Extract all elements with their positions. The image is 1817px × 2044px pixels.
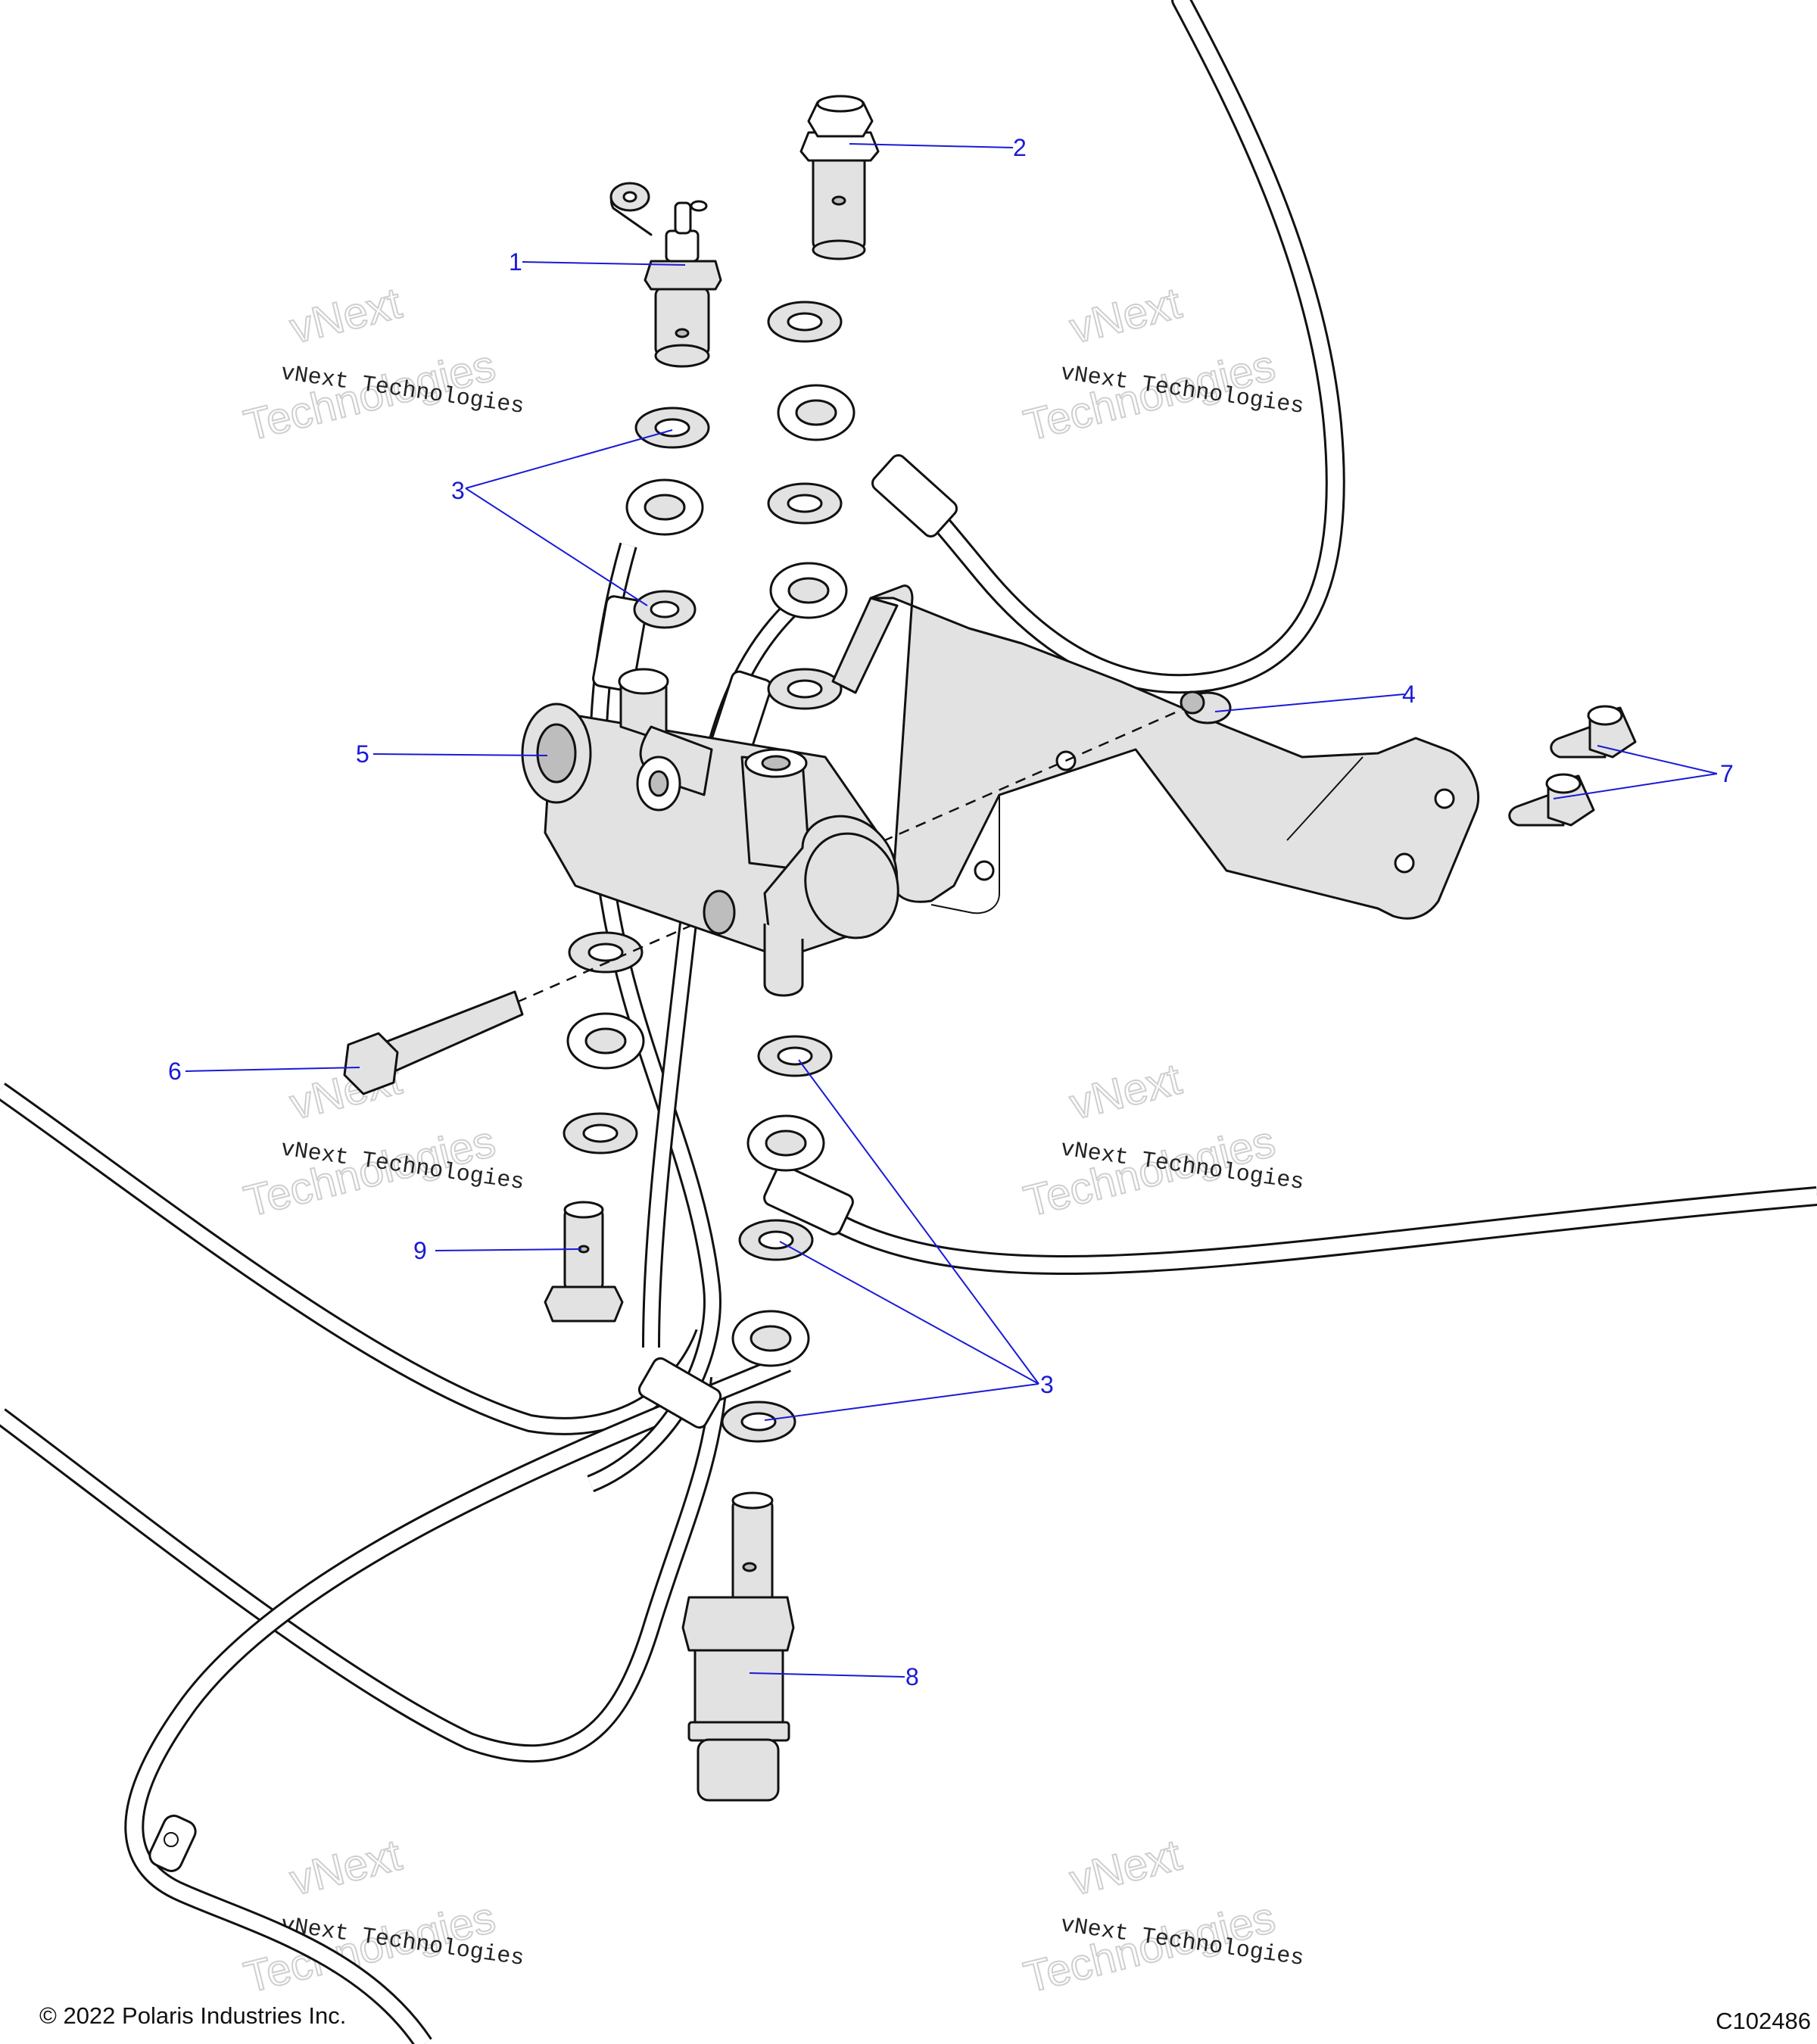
washers	[563, 301, 843, 1443]
watermark-vnext: vNext	[285, 1831, 407, 1905]
valve-block	[521, 668, 899, 997]
callout-leaders	[185, 143, 1718, 1678]
callout-2: 2	[1013, 134, 1027, 161]
mounting-bracket	[831, 584, 1480, 920]
callout-labels: 1 2 3 4 5 6 7 3 8 9	[168, 134, 1734, 1690]
callout-3-upper: 3	[451, 477, 465, 504]
figure-id: C102486	[1716, 2008, 1811, 2034]
push-rivets	[1508, 705, 1637, 827]
watermark-vnext: vNext	[285, 279, 407, 354]
watermark: vNext Technologies vNext Technologies	[1018, 1830, 1305, 2003]
watermark-vnext: vNext	[1065, 279, 1186, 354]
banjo-bolt-9	[544, 1201, 624, 1323]
bleeder-screw	[609, 182, 722, 368]
mounting-bolt	[343, 990, 524, 1095]
watermark-vnext: vNext	[1065, 1831, 1186, 1905]
watermark: vNext Technologies vNext Technologies	[1018, 1054, 1305, 1227]
bushing	[1180, 690, 1232, 724]
copyright-notice: © 2022 Polaris Industries Inc.	[39, 2002, 347, 2029]
callout-5: 5	[356, 740, 369, 768]
callout-3-lower: 3	[1040, 1371, 1054, 1398]
watermark: vNext Technologies vNext Technologies	[1018, 278, 1305, 451]
pressure-switch	[681, 1491, 795, 1802]
callout-4: 4	[1402, 681, 1416, 708]
callout-9: 9	[413, 1237, 427, 1264]
watermark-vnext: vNext	[1065, 1055, 1186, 1129]
callout-6: 6	[168, 1058, 182, 1085]
callout-8: 8	[905, 1663, 919, 1690]
callout-1: 1	[509, 248, 522, 276]
banjo-eyes	[566, 384, 856, 1367]
callout-7: 7	[1720, 760, 1734, 787]
watermark: vNext Technologies vNext Technologies	[238, 1830, 525, 2003]
banjo-bolt-2	[799, 95, 880, 260]
watermark: vNext Technologies vNext Technologies	[238, 278, 525, 451]
